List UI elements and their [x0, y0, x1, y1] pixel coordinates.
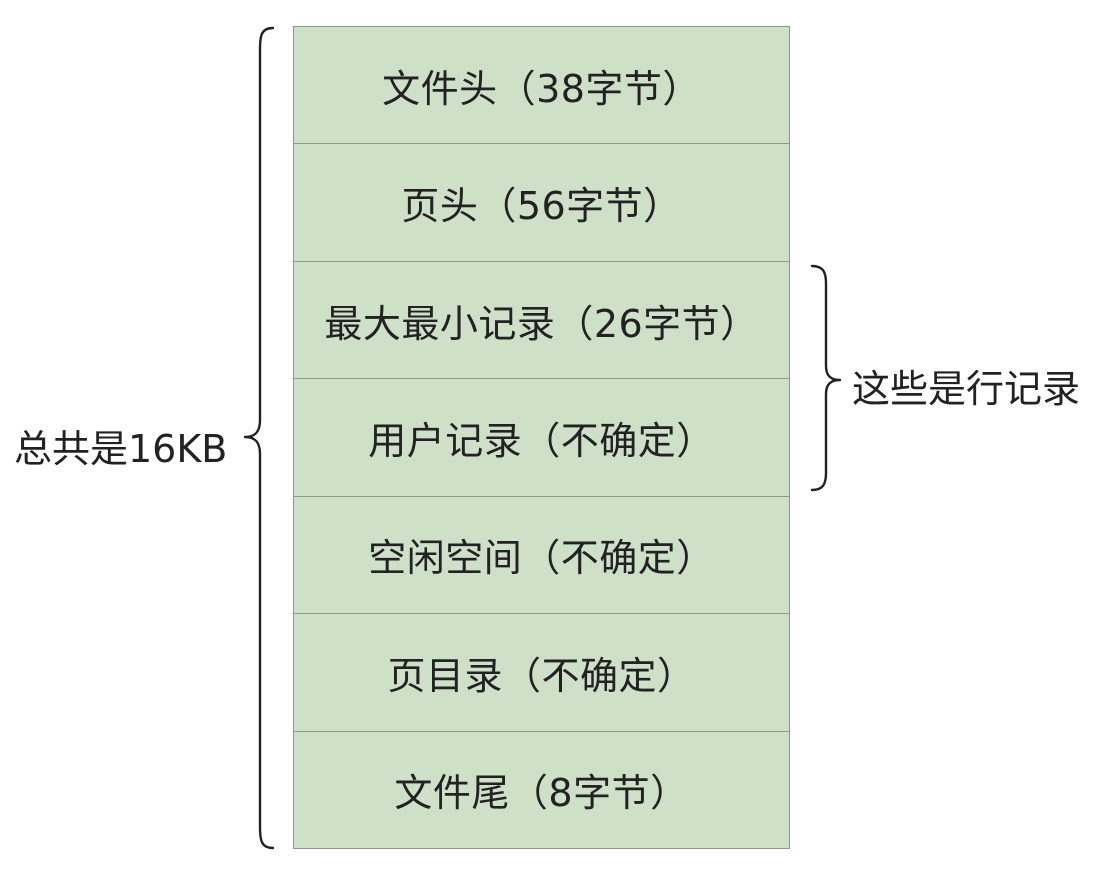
segment-free-space: 空闲空间（不确定）	[294, 495, 789, 613]
right-curly-brace	[810, 264, 842, 492]
total-size-label: 总共是16KB	[14, 427, 228, 471]
page-structure-stack: 文件头（38字节） 页头（56字节） 最大最小记录（26字节） 用户记录（不确定…	[293, 26, 790, 849]
segment-infimum-supremum: 最大最小记录（26字节）	[294, 260, 789, 378]
segment-user-records: 用户记录（不确定）	[294, 378, 789, 495]
segment-file-header: 文件头（38字节）	[382, 66, 701, 111]
row-records-label: 这些是行记录	[852, 367, 1081, 411]
segment-file-trailer: 文件尾（8字节）	[294, 730, 789, 848]
left-curly-brace	[243, 26, 275, 850]
segment-page-header: 页头（56字节）	[294, 143, 789, 260]
segment-page-directory: 页目录（不确定）	[294, 613, 789, 730]
